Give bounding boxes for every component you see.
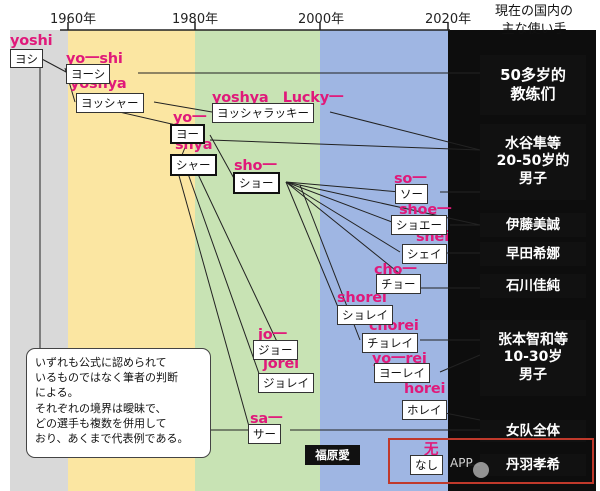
kana-so: ソー [395, 184, 428, 204]
romaji-jorei: jorei [263, 356, 299, 372]
highlight-frame [388, 438, 594, 484]
user-niwa: 丹羽孝希 [480, 454, 586, 476]
kana-jorei: ジョレイ [258, 373, 314, 393]
person-label: 福原愛 [305, 445, 360, 465]
users-header: 現在の国内の 主な使い手 [480, 3, 588, 38]
user-women-team: 女队全体 [480, 420, 586, 442]
kana-jo: ジョー [253, 340, 298, 360]
user-ishikawa: 石川佳純 [480, 274, 586, 298]
kana-shoe: ショエー [391, 215, 447, 235]
romaji-sa: sa一 [250, 411, 283, 427]
romaji-shoe: shoe一 [399, 202, 452, 218]
kana-sa: サー [248, 424, 281, 444]
kana-chorei: チョレイ [362, 333, 418, 353]
kana-shya: シャー [170, 154, 217, 176]
kana-yoo: ヨー [170, 124, 205, 144]
romaji-yoshyalucky: yoshya Lucky一 [212, 90, 344, 106]
romaji-yoshi: yoshi [10, 33, 53, 49]
user-coaches: 50多岁的 教练们 [480, 55, 586, 115]
user-mizutani-group: 水谷隼等 20-50岁的 男子 [480, 124, 586, 200]
kana-nashi: なし [410, 455, 443, 475]
kana-sho: ショー [233, 172, 280, 194]
year-1960: 1960年 [50, 12, 97, 27]
kana-shei: シェイ [402, 244, 447, 264]
romaji-sho: sho一 [234, 158, 277, 174]
romaji-nashi: 无 [424, 442, 439, 458]
romaji-jo: jo一 [258, 327, 287, 343]
year-1980: 1980年 [172, 12, 219, 27]
kana-yoshya: ヨッシャー [76, 93, 144, 113]
disclaimer-note: いずれも公式に認められて いるものではなく筆者の判断 による。 それぞれの境界は… [26, 348, 211, 458]
romaji-yooshi: yo一shi [66, 51, 123, 67]
user-hayata: 早田希娜 [480, 242, 586, 266]
kana-horei: ホレイ [402, 400, 447, 420]
year-axis [60, 22, 450, 31]
romaji-so: so一 [394, 171, 427, 187]
kana-yoshyalucky: ヨッシャラッキー [212, 103, 314, 123]
users-header-line1: 現在の国内の [494, 4, 573, 19]
users-header-line2: 主な使い手 [501, 21, 567, 37]
year-2020: 2020年 [425, 12, 472, 27]
watermark-logo-icon [473, 462, 489, 478]
kana-cho: チョー [376, 274, 421, 294]
romaji-yoo: yo一 [173, 110, 207, 126]
kana-shorei: ショレイ [337, 305, 393, 325]
user-ito: 伊藤美誠 [480, 213, 586, 237]
kana-yooshi: ヨーシ [66, 64, 111, 84]
kana-yoorei: ヨーレイ [374, 363, 430, 383]
year-2000: 2000年 [298, 12, 345, 27]
kana-yoshi: ヨシ [10, 49, 43, 68]
romaji-horei: horei [404, 381, 446, 397]
user-harimoto-group: 张本智和等 10-30岁 男子 [480, 320, 586, 396]
romaji-shorei: shorei [337, 290, 387, 306]
watermark-text: APP [450, 456, 473, 470]
